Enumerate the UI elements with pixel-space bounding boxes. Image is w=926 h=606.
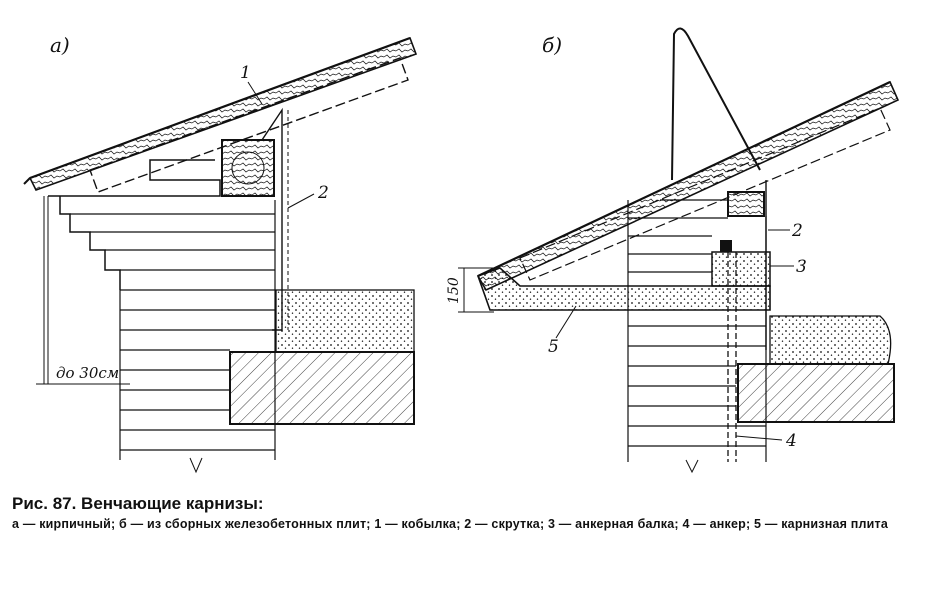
callout-2a: 2 <box>317 183 329 203</box>
anchor-beam-b <box>711 251 771 287</box>
label-a: а) <box>50 33 70 57</box>
rafter-a <box>89 57 409 193</box>
brick-corbel-a <box>48 159 221 290</box>
callout-5: 5 <box>548 337 559 357</box>
brick-wall-a <box>70 200 276 460</box>
wall-plate-b <box>727 191 765 217</box>
callout-1: 1 <box>240 63 251 83</box>
floor-slab-b <box>737 363 895 423</box>
roof-deck-b <box>476 80 900 292</box>
wall-plate-a <box>221 139 275 197</box>
rafter-triangle-b <box>671 27 761 181</box>
drawing-b: 150 б) 2 3 4 5 <box>446 27 900 474</box>
drawing-a: до 30см а) 1 2 <box>23 33 418 474</box>
callout-4: 4 <box>785 431 797 451</box>
ceiling-fill-a <box>275 289 415 353</box>
dim-150-label: 150 <box>446 277 462 304</box>
figure-caption-text: а — кирпичный; б — из сборных железобето… <box>12 517 889 531</box>
callout-3: 3 <box>796 257 807 277</box>
figure-caption-title: Рис. 87. Венчающие карнизы: <box>12 494 264 513</box>
dim-height-label: до 30см <box>56 364 119 382</box>
ceiling-fill-b <box>769 315 892 365</box>
callout-2b: 2 <box>791 221 803 241</box>
label-b: б) <box>542 33 562 57</box>
floor-slab-a <box>229 351 415 425</box>
cornice-diagram: до 30см а) 1 2 <box>23 27 900 474</box>
rafter-b <box>519 107 891 281</box>
